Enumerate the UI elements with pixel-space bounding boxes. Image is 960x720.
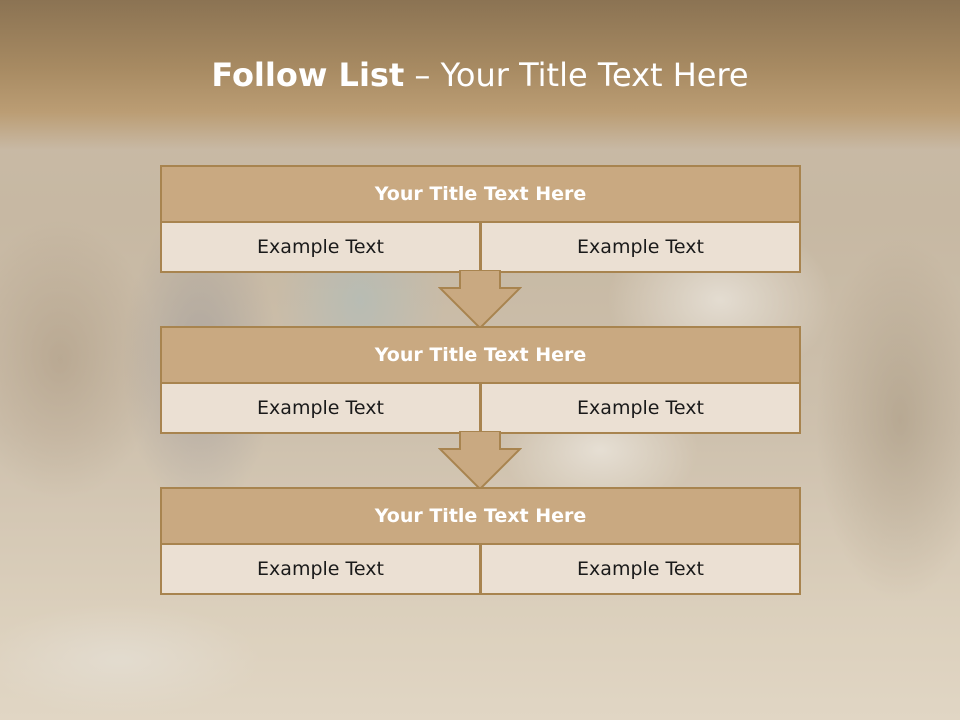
title-band <box>0 0 960 150</box>
down-arrow-icon <box>438 270 522 330</box>
slide-title: Follow List – Your Title Text Here <box>0 56 960 94</box>
step-cell-right: Example Text <box>480 543 801 595</box>
step-cell-left: Example Text <box>160 543 481 595</box>
step-cell-left: Example Text <box>160 382 481 434</box>
step-cell-right: Example Text <box>480 382 801 434</box>
step-block-2: Your Title Text Here Example Text Exampl… <box>160 326 801 434</box>
step-title: Your Title Text Here <box>160 165 801 223</box>
step-cell-right: Example Text <box>480 221 801 273</box>
down-arrow-icon <box>438 431 522 491</box>
slide-title-bold: Follow List <box>211 56 405 94</box>
step-title: Your Title Text Here <box>160 326 801 384</box>
slide-title-rest: – Your Title Text Here <box>404 56 749 94</box>
step-cell-left: Example Text <box>160 221 481 273</box>
step-title: Your Title Text Here <box>160 487 801 545</box>
step-block-3: Your Title Text Here Example Text Exampl… <box>160 487 801 595</box>
step-block-1: Your Title Text Here Example Text Exampl… <box>160 165 801 273</box>
